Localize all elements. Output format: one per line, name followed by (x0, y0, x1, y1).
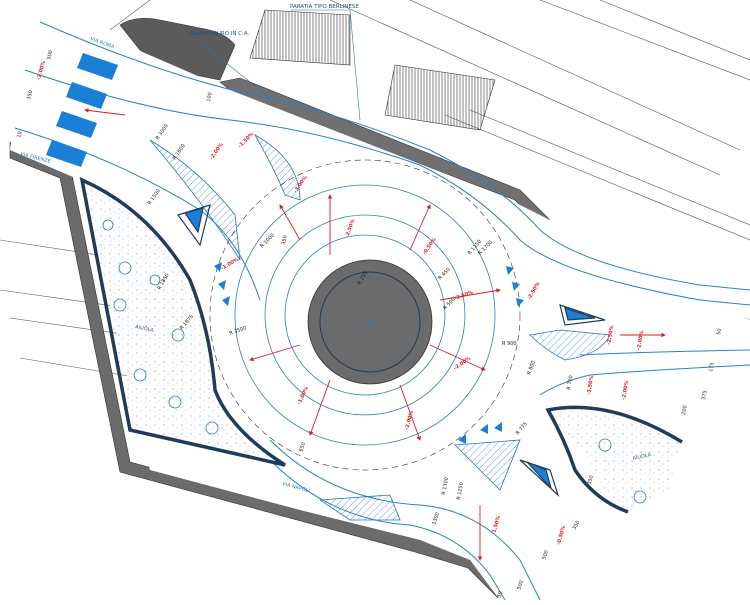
slope-label: -2.50% (606, 325, 615, 345)
radius-label: R 800 (526, 360, 537, 376)
dimension-label: 500 (516, 580, 525, 591)
slope-label: -2.00% (404, 410, 415, 430)
dimension-label: 350 (572, 520, 582, 531)
dimension-label: 50 (716, 328, 723, 335)
dimension-label: 650 (298, 442, 307, 453)
dimension-labels: 350 500 10 100 350 650 50 1300 500 175 3… (16, 50, 723, 599)
tree-symbols (102, 219, 647, 504)
background-lines (0, 0, 750, 379)
radius-label: R 700 (566, 375, 574, 390)
dimension-label: 100 (206, 92, 214, 102)
callouts: NUOVO MURO IN C.A. PARATIA TIPO BERLINES… (190, 4, 361, 121)
dimension-label: 10 (16, 131, 23, 139)
dimension-label: 350 (281, 235, 289, 245)
hatched-islands (149, 133, 611, 521)
dimension-label: 350 (586, 475, 595, 486)
dimension-label: 175 (708, 362, 716, 372)
retaining-wall-left (9, 141, 509, 599)
roundabout-rings (209, 159, 521, 471)
radius-label: R 3500 (229, 325, 248, 337)
pedestrian-crossing (46, 53, 118, 167)
direction-arrows (177, 204, 606, 497)
dimension-label: 375 (701, 390, 709, 400)
green-area-left (79, 177, 286, 467)
dimension-label: 500 (46, 50, 54, 61)
slope-label: -2.00% (636, 330, 645, 350)
green-area-right (545, 409, 680, 515)
slope-label: -2.00% (36, 60, 47, 80)
dimension-label: 350 (26, 90, 34, 101)
dimension-label: 50 (496, 591, 504, 599)
dimension-label: 1300 (431, 512, 441, 526)
dimension-label: 500 (541, 550, 550, 561)
slope-label: -3.50% (586, 375, 595, 395)
rock-mass (119, 18, 236, 81)
callout-nuovo-muro: NUOVO MURO IN C.A. (190, 31, 250, 37)
slope-label: -1.50% (491, 515, 502, 535)
yield-markings (214, 262, 524, 444)
central-island (319, 271, 421, 373)
green-area-label-right: AIUOLA (632, 452, 652, 462)
green-area-right-border (545, 405, 683, 514)
slope-label: -2.00% (621, 380, 630, 400)
dimension-label: 200 (681, 405, 689, 415)
radius-label: R 1300 (441, 477, 450, 496)
green-area-label-left: AIUOLA (135, 324, 155, 334)
slope-label: -0.50% (556, 525, 567, 545)
slope-arrows (84, 108, 666, 561)
radius-label: R 900 (502, 341, 517, 347)
radius-label: R 1250 (456, 482, 465, 501)
callout-berlinese: PARATIA TIPO BERLINESE (290, 4, 359, 10)
central-island-center (367, 319, 373, 325)
